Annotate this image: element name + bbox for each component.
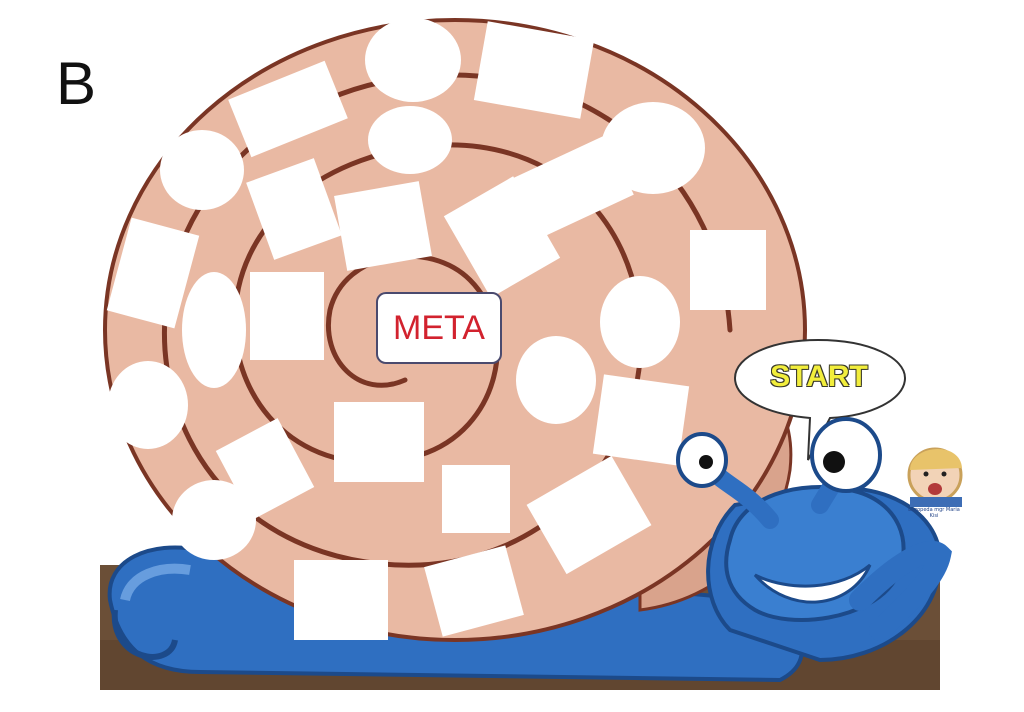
board-space[interactable]	[443, 176, 561, 298]
board-space[interactable]	[442, 465, 510, 533]
board-space[interactable]	[368, 106, 452, 174]
board-space[interactable]	[228, 60, 348, 158]
board-space[interactable]	[294, 560, 388, 640]
board-space[interactable]	[600, 276, 680, 368]
board-space[interactable]	[365, 18, 461, 102]
board-space[interactable]	[334, 402, 424, 482]
board-space[interactable]	[250, 272, 324, 360]
board-space[interactable]	[172, 480, 256, 560]
board-space[interactable]	[108, 361, 188, 449]
snail-mouth	[753, 563, 872, 604]
board-space[interactable]	[473, 21, 595, 119]
board-space[interactable]	[526, 455, 652, 575]
meta-goal-label[interactable]: META	[376, 292, 502, 364]
start-label[interactable]: START	[770, 360, 868, 393]
left-eye-icon	[676, 432, 728, 488]
logo-credit-text: Logopeda mgr Maria Kisi	[908, 507, 960, 519]
logo-avatar	[907, 447, 963, 507]
board-space[interactable]	[182, 272, 246, 388]
board-space[interactable]	[160, 130, 244, 210]
snail-arm	[849, 541, 952, 641]
board-spaces	[106, 18, 766, 640]
board-space[interactable]	[690, 230, 766, 310]
board-space[interactable]	[592, 374, 690, 466]
board-space[interactable]	[106, 217, 200, 329]
board-space[interactable]	[334, 181, 432, 271]
board-space[interactable]	[506, 134, 634, 242]
snail-tail-curl	[111, 609, 178, 660]
page-letter: B	[56, 50, 97, 117]
board-space[interactable]	[246, 158, 342, 260]
board-space[interactable]	[516, 336, 596, 424]
snail-foot-highlight	[120, 563, 191, 602]
board-space[interactable]	[215, 418, 315, 520]
board-space[interactable]	[601, 102, 705, 194]
board-space[interactable]	[424, 545, 524, 637]
right-eye-icon	[810, 417, 882, 493]
